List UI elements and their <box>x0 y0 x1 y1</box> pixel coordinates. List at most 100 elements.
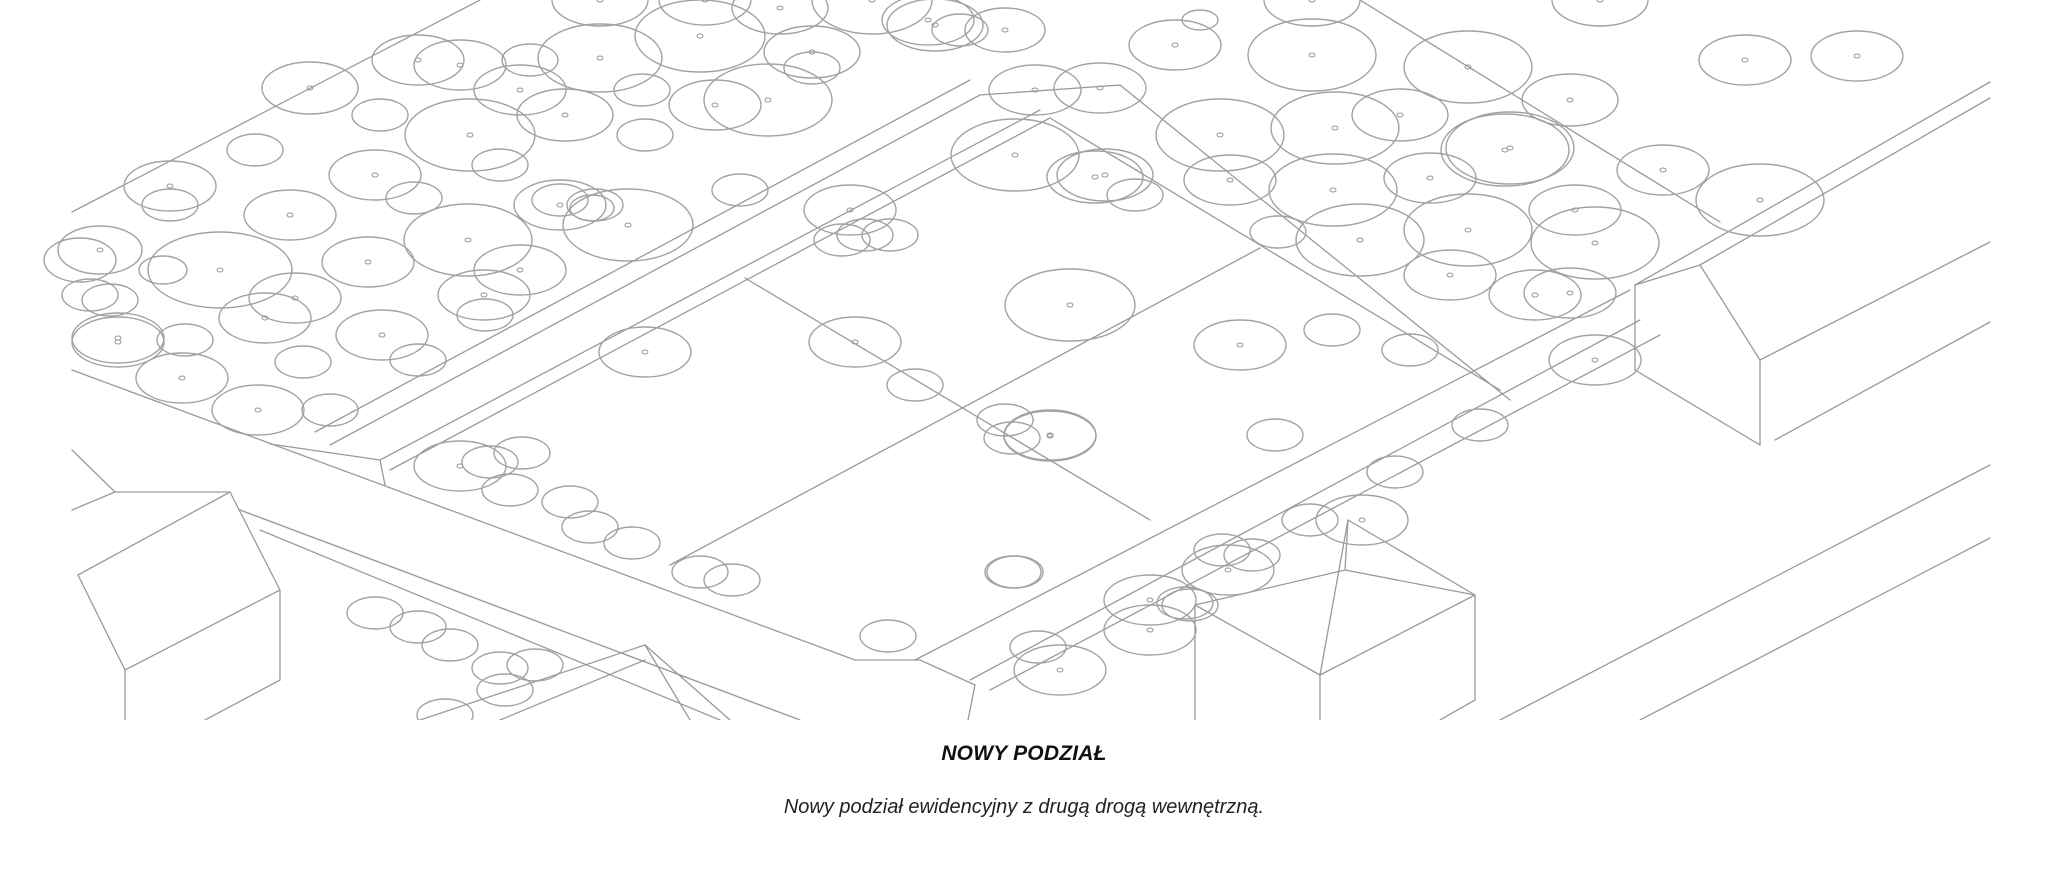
tree-trunk-marker <box>701 0 709 3</box>
tree-canopy <box>346 596 404 630</box>
tree-canopy <box>421 628 479 662</box>
tree-canopy <box>964 7 1046 53</box>
tree-canopy <box>461 445 519 479</box>
tree-trunk-marker <box>1096 85 1104 91</box>
tree-canopy <box>634 0 766 73</box>
tree-canopy <box>671 555 729 589</box>
tree-canopy <box>1383 152 1477 204</box>
tree-canopy <box>541 485 599 519</box>
tree-canopy <box>1270 91 1400 165</box>
tree-trunk-marker <box>1001 27 1009 33</box>
tree-trunk-marker <box>364 259 372 265</box>
tree-trunk-marker <box>114 339 122 345</box>
tree-canopy <box>703 63 833 137</box>
tree-trunk-marker <box>851 339 859 345</box>
tree-trunk-marker <box>1146 597 1154 603</box>
tree-trunk-marker <box>1506 145 1514 151</box>
tree-canopy <box>1403 249 1497 301</box>
tree-trunk-marker <box>1308 52 1316 58</box>
tree-trunk-marker <box>1011 152 1019 158</box>
tree-canopy <box>1440 113 1570 187</box>
tree-canopy <box>881 0 975 46</box>
tree-canopy <box>211 384 305 436</box>
tree-trunk-marker <box>1756 197 1764 203</box>
tree-trunk-marker <box>1531 292 1539 298</box>
tree-canopy <box>261 61 359 115</box>
tree-canopy <box>1548 334 1642 386</box>
tree-trunk-marker <box>1596 0 1604 3</box>
tree-canopy <box>1551 0 1649 27</box>
tree-canopy <box>1445 111 1575 185</box>
tree-canopy <box>1403 193 1533 267</box>
tree-canopy <box>711 173 769 207</box>
tree-canopy <box>1056 148 1154 202</box>
tree-canopy <box>1521 73 1619 127</box>
tree-trunk-marker <box>1101 172 1109 178</box>
tree-trunk-marker <box>261 315 269 321</box>
tree-canopy <box>616 118 674 152</box>
tree-canopy <box>783 51 841 85</box>
tree-canopy <box>335 309 429 361</box>
tree-trunk-marker <box>1591 357 1599 363</box>
tree-canopy <box>218 292 312 344</box>
tree-canopy <box>71 316 165 368</box>
axonometric-site-drawing <box>43 0 1991 720</box>
tree-canopy <box>385 181 443 215</box>
tree-canopy <box>1249 215 1307 249</box>
drawing-title: NOWY PODZIAŁ <box>941 742 1107 765</box>
tree-trunk-marker <box>216 267 224 273</box>
tree-canopy <box>351 98 409 132</box>
tree-trunk-marker <box>1566 290 1574 296</box>
tree-trunk-marker <box>561 112 569 118</box>
tree-canopy <box>1263 0 1361 27</box>
tree-canopy <box>156 323 214 357</box>
tree-trunk-marker <box>516 267 524 273</box>
tree-trunk-marker <box>1171 42 1179 48</box>
tree-trunk-marker <box>456 62 464 68</box>
tree-trunk-marker <box>1356 237 1364 243</box>
tree-canopy <box>731 0 829 35</box>
tree-canopy <box>473 64 567 116</box>
tree-canopy <box>1268 153 1398 227</box>
tree-canopy <box>513 179 607 231</box>
tree-canopy <box>476 673 534 707</box>
tree-canopy <box>371 34 465 86</box>
tree-canopy <box>456 298 514 332</box>
tree-canopy <box>1246 418 1304 452</box>
tree-canopy <box>141 188 199 222</box>
tree-canopy <box>763 25 861 79</box>
tree-canopy <box>836 218 894 252</box>
tree-trunk-marker <box>776 5 784 11</box>
tree-trunk-marker <box>1741 57 1749 63</box>
tree-canopy <box>71 312 165 364</box>
tree-trunk-marker <box>1329 187 1337 193</box>
tree-canopy <box>808 316 902 368</box>
tree-trunk-marker <box>641 349 649 355</box>
tree-canopy <box>1161 588 1219 622</box>
plot-and-road-lines <box>71 0 1991 720</box>
tree-trunk-marker <box>178 375 186 381</box>
tree-canopy <box>1009 630 1067 664</box>
tree-canopy <box>1193 319 1287 371</box>
tree-canopy <box>537 23 663 93</box>
tree-canopy <box>328 149 422 201</box>
tree-canopy <box>493 436 551 470</box>
tree-canopy <box>61 278 119 312</box>
tree-trunk-marker <box>764 97 772 103</box>
tree-trunk-marker <box>371 172 379 178</box>
tree-canopy <box>531 183 589 217</box>
tree-trunk-marker <box>1426 175 1434 181</box>
tree-canopy <box>404 98 536 172</box>
tree-trunk-marker <box>1226 177 1234 183</box>
tree-canopy <box>1403 30 1533 104</box>
tree-canopy <box>1103 574 1197 626</box>
tree-canopy <box>988 64 1082 116</box>
tree-trunk-marker <box>1591 240 1599 246</box>
tree-trunk-marker <box>1396 112 1404 118</box>
tree-canopy <box>569 194 615 222</box>
tree-canopy-circles <box>43 0 1904 720</box>
tree-canopy <box>123 160 217 212</box>
tree-trunk-marker <box>1224 567 1232 573</box>
tree-canopy <box>1046 150 1144 204</box>
tree-canopy <box>950 118 1080 192</box>
